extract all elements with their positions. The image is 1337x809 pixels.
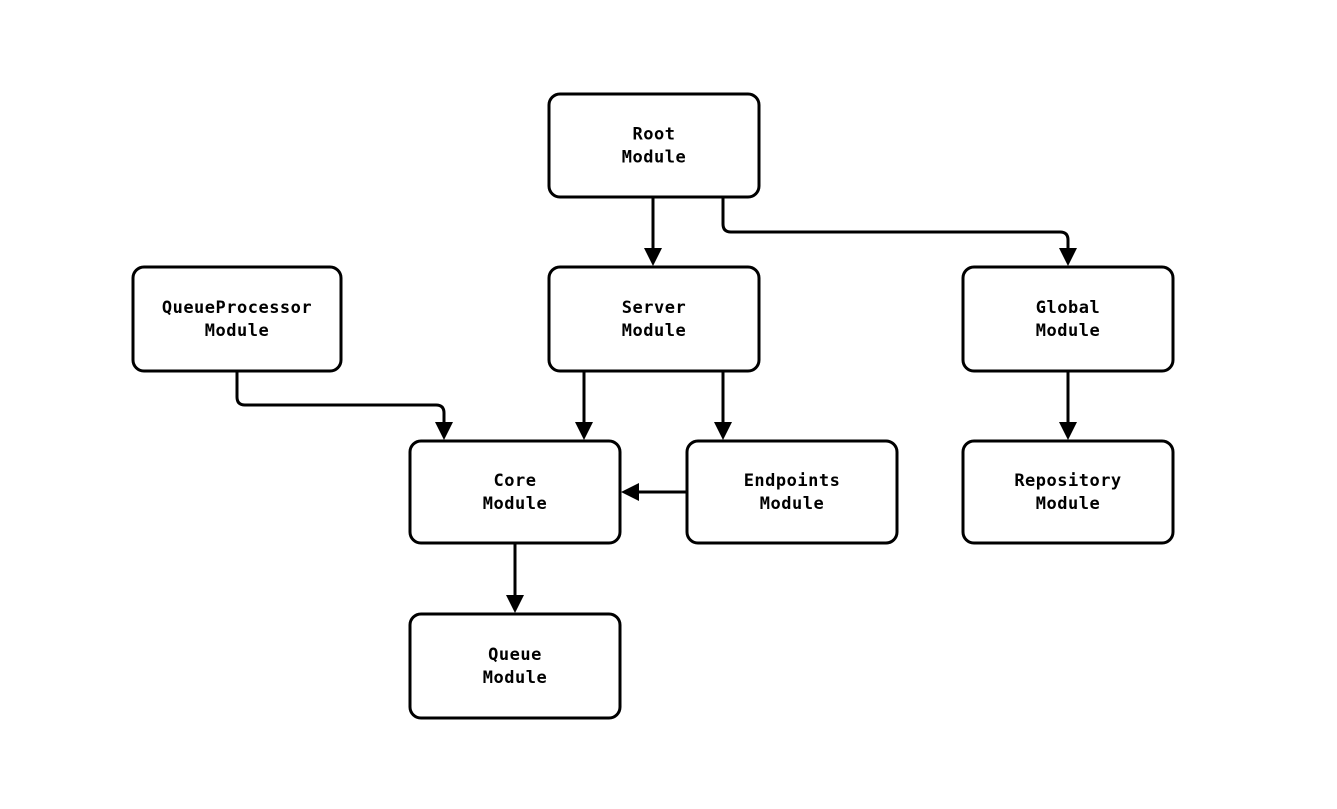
node-box[interactable] xyxy=(685,439,899,545)
edge-endpoints-to-core xyxy=(621,483,687,501)
edge-root-to-server xyxy=(644,197,662,266)
node-label-line1: Endpoints xyxy=(744,471,841,491)
edge-server-to-core xyxy=(575,371,593,440)
node-label-line1: Server xyxy=(622,298,686,318)
node-box[interactable] xyxy=(547,265,761,373)
edge-global-to-repository xyxy=(1059,371,1077,440)
node-box[interactable] xyxy=(961,439,1175,545)
arrowhead-icon xyxy=(1059,422,1077,440)
node-label-line1: Repository xyxy=(1014,471,1121,491)
node-box[interactable] xyxy=(547,92,761,199)
arrowhead-icon xyxy=(506,595,524,613)
node-label-line2: Module xyxy=(1036,494,1100,514)
node-box[interactable] xyxy=(408,439,622,545)
node-label-line2: Module xyxy=(760,494,824,514)
node-label-line1: QueueProcessor xyxy=(162,298,312,318)
node-box[interactable] xyxy=(408,612,622,720)
node-label-line1: Core xyxy=(494,471,537,491)
arrowhead-icon xyxy=(644,248,662,266)
node-label-line2: Module xyxy=(483,494,547,514)
arrowhead-icon xyxy=(575,422,593,440)
node-label-line2: Module xyxy=(1036,321,1100,341)
edge-core-to-queue xyxy=(506,543,524,613)
arrowhead-icon xyxy=(435,422,453,440)
edge-line xyxy=(235,371,446,426)
node-label-line2: Module xyxy=(622,321,686,341)
node-label-line2: Module xyxy=(483,668,547,688)
arrowhead-icon xyxy=(1059,248,1077,266)
edge-server-to-endpoints xyxy=(714,371,732,440)
edges-layer xyxy=(235,197,1077,613)
node-box[interactable] xyxy=(961,265,1175,373)
arrowhead-icon xyxy=(714,422,732,440)
arrowhead-icon xyxy=(621,483,639,501)
edge-queueprocessor-to-core xyxy=(235,371,453,440)
edge-root-to-global xyxy=(721,197,1077,266)
node-label-line1: Global xyxy=(1036,298,1100,318)
node-box[interactable] xyxy=(131,265,343,373)
nodes-layer: RootModuleQueueProcessorModuleServerModu… xyxy=(131,92,1175,720)
node-label-line1: Root xyxy=(633,125,676,145)
node-label-line2: Module xyxy=(622,148,686,168)
node-label-line2: Module xyxy=(205,321,269,341)
edge-line xyxy=(721,197,1070,252)
node-label-line1: Queue xyxy=(488,645,542,665)
